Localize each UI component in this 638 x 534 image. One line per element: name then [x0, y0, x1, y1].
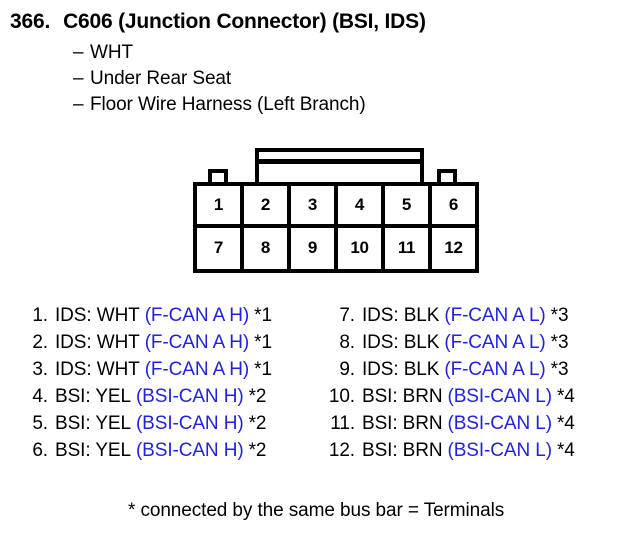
footnote-text: * connected by the same bus bar = Termin…: [128, 500, 505, 521]
pin-number: 11.: [330, 413, 355, 434]
pin-cell: 5: [385, 186, 432, 224]
pin-list-item: 2. IDS: WHT (F-CAN A H) *1: [18, 332, 272, 359]
pin-number: 6.: [32, 440, 48, 461]
pin-footnote-marker: *2: [248, 386, 267, 407]
attribute-text: WHT: [90, 42, 133, 63]
pin-number: 9.: [339, 359, 355, 380]
dash-marker: –: [73, 42, 84, 63]
pin-number: 8.: [339, 332, 355, 353]
pin-signal-name: (F-CAN A L): [444, 305, 546, 326]
pin-cell: 6: [432, 186, 475, 224]
attribute-text: Under Rear Seat: [90, 68, 232, 89]
pin-cell: 12: [432, 227, 475, 269]
pin-list-item: 7. IDS: BLK (F-CAN A L) *3: [325, 305, 575, 332]
pin-description: IDS: BLK: [362, 332, 440, 353]
pin-signal-name: (F-CAN A H): [144, 359, 250, 380]
pin-cell: 1: [197, 186, 244, 224]
entry-number: 366.: [10, 10, 51, 33]
pin-number: 12.: [328, 440, 355, 461]
connector-body: 1 2 3 4 5 6 7 8 9 10 11 12: [193, 182, 479, 273]
dash-marker: –: [73, 68, 84, 89]
pin-cell: 9: [291, 227, 338, 269]
pin-number: 2.: [32, 332, 48, 353]
pin-list-item: 5. BSI: YEL (BSI-CAN H) *2: [18, 413, 272, 440]
pin-number: 5.: [32, 413, 48, 434]
pin-number: 10.: [328, 386, 355, 407]
pin-signal-name: (BSI-CAN H): [135, 413, 244, 434]
pin-list-column-left: 1. IDS: WHT (F-CAN A H) *1 2. IDS: WHT (…: [18, 305, 272, 467]
connector-notch-right-icon: [437, 169, 457, 182]
pin-cell: 2: [244, 186, 291, 224]
pin-description: IDS: WHT: [55, 332, 140, 353]
page-title: 366. C606 (Junction Connector) (BSI, IDS…: [10, 10, 426, 34]
pin-footnote-marker: *4: [556, 413, 575, 434]
pin-number: 4.: [32, 386, 48, 407]
pin-row-top: 1 2 3 4 5 6: [197, 186, 475, 228]
attribute-line: –WHT: [73, 40, 366, 66]
pin-signal-name: (F-CAN A H): [144, 332, 250, 353]
pin-signal-name: (BSI-CAN L): [447, 386, 553, 407]
pin-list-item: 9. IDS: BLK (F-CAN A L) *3: [325, 359, 575, 386]
pin-description: IDS: BLK: [362, 305, 440, 326]
pin-list-item: 10. BSI: BRN (BSI-CAN L) *4: [325, 386, 575, 413]
pin-signal-name: (BSI-CAN H): [135, 386, 244, 407]
pin-cell: 11: [385, 227, 432, 269]
pin-list-item: 1. IDS: WHT (F-CAN A H) *1: [18, 305, 272, 332]
pin-signal-name: (F-CAN A L): [444, 332, 546, 353]
pin-cell: 4: [338, 186, 385, 224]
pin-footnote-marker: *2: [248, 440, 267, 461]
pin-list-item: 6. BSI: YEL (BSI-CAN H) *2: [18, 440, 272, 467]
pin-description: BSI: YEL: [55, 440, 131, 461]
pin-list-item: 3. IDS: WHT (F-CAN A H) *1: [18, 359, 272, 386]
pin-list-item: 8. IDS: BLK (F-CAN A L) *3: [325, 332, 575, 359]
pin-description: BSI: BRN: [362, 386, 443, 407]
attribute-line: –Floor Wire Harness (Left Branch): [73, 92, 366, 118]
pin-list-item: 4. BSI: YEL (BSI-CAN H) *2: [18, 386, 272, 413]
pin-footnote-marker: *1: [254, 332, 272, 353]
connector-notch-left-icon: [208, 169, 228, 182]
dash-marker: –: [73, 94, 84, 115]
pin-footnote-marker: *3: [550, 332, 569, 353]
pin-cell: 3: [291, 186, 338, 224]
pin-footnote-marker: *1: [254, 359, 272, 380]
pin-footnote-marker: *3: [550, 305, 569, 326]
connector-latch-inner-line: [255, 159, 424, 164]
pin-number: 1.: [32, 305, 48, 326]
pin-description: BSI: BRN: [362, 413, 443, 434]
pin-row-bottom: 7 8 9 10 11 12: [197, 227, 475, 269]
pin-list-item: 12. BSI: BRN (BSI-CAN L) *4: [325, 440, 575, 467]
pin-description: BSI: YEL: [55, 413, 131, 434]
pin-description: IDS: BLK: [362, 359, 440, 380]
pin-description: IDS: WHT: [55, 359, 140, 380]
pin-description: IDS: WHT: [55, 305, 140, 326]
pin-footnote-marker: *4: [556, 386, 575, 407]
pin-signal-name: (BSI-CAN H): [135, 440, 244, 461]
pin-number: 7.: [339, 305, 355, 326]
pin-list-column-right: 7. IDS: BLK (F-CAN A L) *3 8. IDS: BLK (…: [325, 305, 575, 467]
attribute-line: –Under Rear Seat: [73, 66, 366, 92]
pin-signal-name: (BSI-CAN L): [447, 413, 553, 434]
pin-footnote-marker: *3: [550, 359, 569, 380]
pin-number: 3.: [32, 359, 48, 380]
pin-description: BSI: BRN: [362, 440, 443, 461]
pin-list-item: 11. BSI: BRN (BSI-CAN L) *4: [325, 413, 575, 440]
pin-footnote-marker: *2: [248, 413, 267, 434]
pin-cell: 10: [338, 227, 385, 269]
pin-description: BSI: YEL: [55, 386, 131, 407]
connector-diagram: 1 2 3 4 5 6 7 8 9 10 11 12: [186, 140, 486, 280]
pin-signal-name: (F-CAN A L): [444, 359, 546, 380]
pin-signal-name: (F-CAN A H): [144, 305, 250, 326]
pin-footnote-marker: *1: [254, 305, 272, 326]
attribute-text: Floor Wire Harness (Left Branch): [90, 94, 366, 115]
connector-attributes: –WHT –Under Rear Seat –Floor Wire Harnes…: [73, 40, 366, 118]
pin-footnote-marker: *4: [556, 440, 575, 461]
pin-cell: 7: [197, 227, 244, 269]
pin-cell: 8: [244, 227, 291, 269]
connector-title: C606 (Junction Connector) (BSI, IDS): [63, 10, 426, 33]
pin-signal-name: (BSI-CAN L): [447, 440, 553, 461]
